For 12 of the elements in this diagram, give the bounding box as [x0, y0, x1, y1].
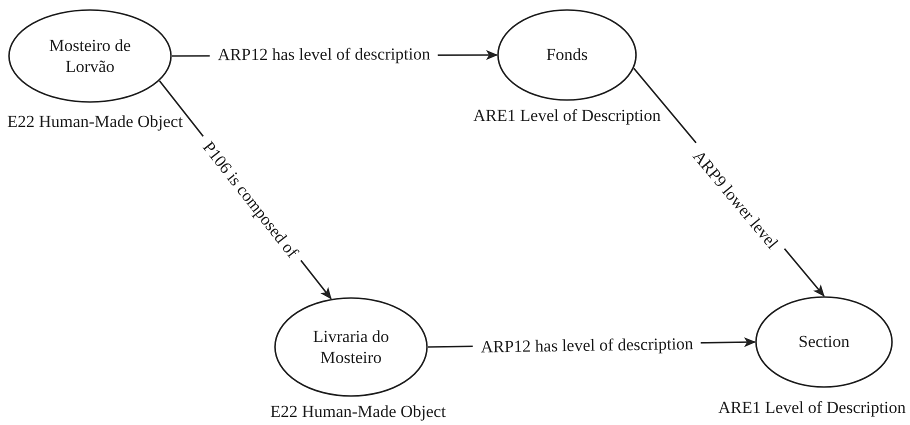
node-caption: ARE1 Level of Description: [718, 398, 906, 418]
node-label: Mosteiro de Lorvão: [48, 34, 132, 78]
node-caption: E22 Human-Made Object: [7, 112, 183, 132]
node-caption: ARE1 Level of Description: [473, 106, 661, 126]
ellipse-node: [274, 297, 428, 397]
node-label: Livraria do Mosteiro: [312, 326, 390, 368]
ellipse-node: [755, 296, 893, 388]
ellipse-node: [497, 9, 637, 101]
node-label: Fonds: [546, 44, 588, 66]
node-label: Section: [798, 331, 850, 353]
node-caption: E22 Human-Made Object: [270, 402, 446, 422]
ellipse-node: [8, 9, 172, 103]
